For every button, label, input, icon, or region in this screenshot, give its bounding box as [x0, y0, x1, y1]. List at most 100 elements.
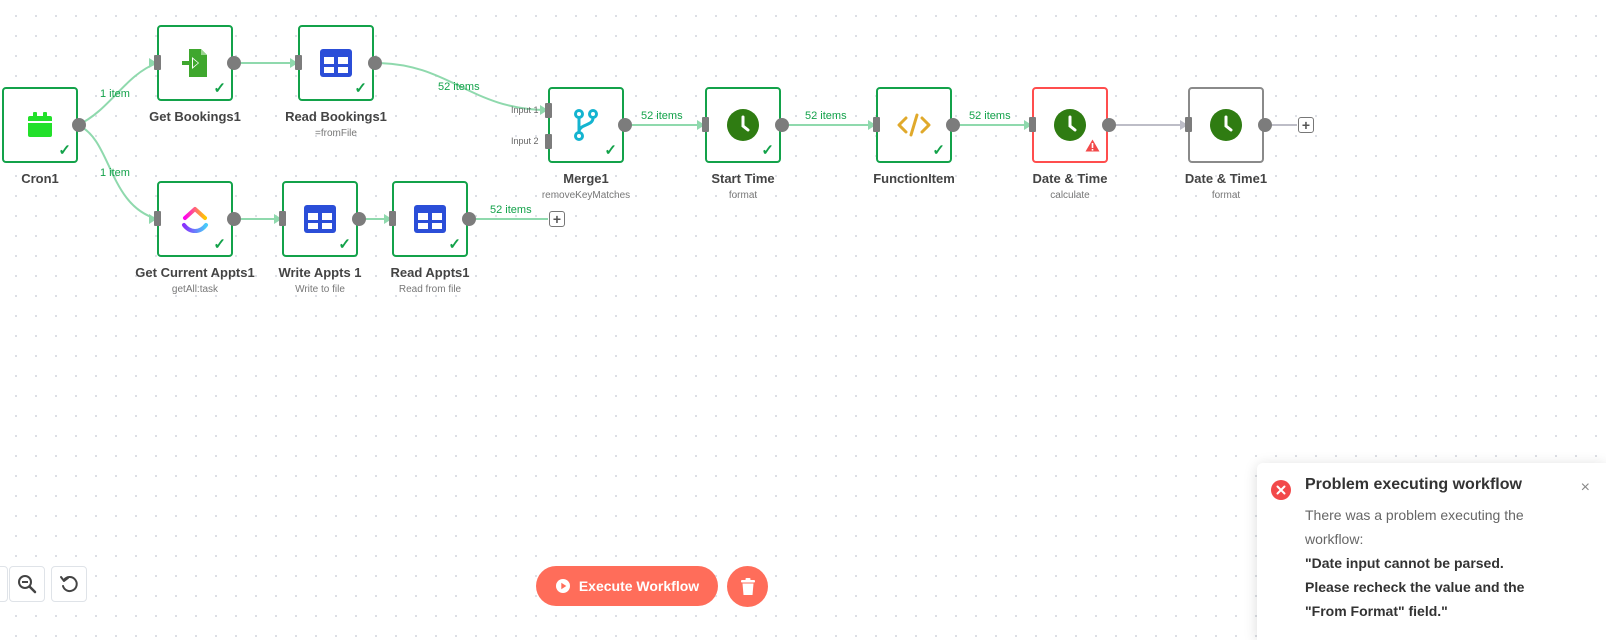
arrow-head [868, 120, 876, 130]
undo-icon [60, 576, 78, 593]
node-subtitle: format [728, 190, 758, 201]
node-read-bookings[interactable]: ✓ Read Bookings1 =fromFile [285, 25, 387, 139]
table-icon [303, 202, 337, 236]
table-icon [413, 202, 447, 236]
input-port-2[interactable] [545, 134, 552, 149]
node-box[interactable]: ✓ [157, 25, 233, 101]
output-port[interactable] [1102, 118, 1116, 132]
clock-icon [1053, 108, 1087, 142]
node-box[interactable]: ✓ [548, 87, 624, 163]
connection-label: 52 items [805, 110, 847, 122]
node-function-item[interactable]: ✓ FunctionItem [873, 87, 960, 186]
node-title: Merge1 [563, 171, 609, 186]
output-port[interactable] [72, 118, 86, 132]
node-title: Start Time [711, 171, 775, 186]
node-subtitle: format [1211, 190, 1241, 201]
input-port[interactable] [154, 55, 161, 70]
node-box[interactable]: ✓ [392, 181, 468, 257]
output-port[interactable] [775, 118, 789, 132]
node-start-time[interactable]: ✓ Start Time format [702, 87, 789, 201]
node-write-appts[interactable]: ✓ Write Appts 1 Write to file [278, 181, 366, 295]
input-label-1: Input 1 [511, 105, 539, 115]
calendar-icon [23, 108, 57, 142]
input-port-1[interactable] [545, 103, 552, 118]
node-subtitle: Write to file [295, 284, 345, 295]
add-node-button[interactable]: + [1298, 117, 1314, 133]
input-port[interactable] [873, 117, 880, 132]
arrow-head [290, 58, 298, 68]
output-port[interactable] [352, 212, 366, 226]
connection-label: 52 items [641, 110, 683, 122]
node-title: Get Bookings1 [149, 109, 241, 124]
node-box[interactable] [1188, 87, 1264, 163]
node-date-time1[interactable]: Date & Time1 format [1185, 87, 1272, 201]
arrow-head [149, 214, 157, 224]
output-port[interactable] [462, 212, 476, 226]
arrow-head [1024, 120, 1032, 130]
node-title: Read Bookings1 [285, 109, 387, 124]
node-get-current-appts[interactable]: ✓ Get Current Appts1 getAll:task [135, 181, 255, 295]
input-port[interactable] [295, 55, 302, 70]
output-port[interactable] [618, 118, 632, 132]
input-port[interactable] [1029, 117, 1036, 132]
arrow-head [540, 105, 548, 115]
output-port[interactable] [1258, 118, 1272, 132]
success-check-icon: ✓ [604, 142, 617, 159]
reset-zoom-button[interactable] [51, 566, 87, 602]
execute-workflow-button[interactable]: Execute Workflow [536, 566, 718, 606]
node-cron[interactable]: ✓ Cron1 [2, 87, 86, 186]
success-check-icon: ✓ [761, 142, 774, 159]
arrow-head [274, 214, 282, 224]
notification-body: There was a problem executing the workfl… [1305, 503, 1545, 623]
success-check-icon: ✓ [932, 142, 945, 159]
error-circle-icon [1271, 480, 1291, 500]
input-port[interactable] [279, 211, 286, 226]
delete-execution-button[interactable] [727, 566, 768, 607]
zoom-out-icon [18, 575, 37, 594]
connection-cron-get-current-appts[interactable] [77, 124, 158, 220]
trash-icon [740, 577, 755, 595]
success-check-icon: ✓ [213, 236, 226, 253]
input-port[interactable] [702, 117, 709, 132]
node-box[interactable] [1032, 87, 1108, 163]
success-check-icon: ✓ [448, 236, 461, 253]
add-node-button[interactable]: + [549, 211, 565, 227]
node-title: Date & Time1 [1184, 171, 1268, 186]
node-read-appts[interactable]: ✓ Read Appts1 Read from file [389, 181, 476, 295]
connection-label: 52 items [969, 110, 1011, 122]
zoom-out-button[interactable] [9, 566, 45, 602]
node-subtitle: calculate [1050, 190, 1090, 201]
merge-branch-icon [569, 108, 603, 142]
input-port[interactable] [1185, 117, 1192, 132]
node-subtitle: Read from file [398, 284, 462, 295]
node-box[interactable]: ✓ [705, 87, 781, 163]
output-port[interactable] [227, 212, 241, 226]
node-box[interactable]: ✓ [876, 87, 952, 163]
notification-message: There was a problem executing the workfl… [1305, 507, 1524, 547]
zoom-in-button[interactable] [0, 566, 8, 602]
node-box[interactable]: ✓ [298, 25, 374, 101]
input-port[interactable] [389, 211, 396, 226]
output-port[interactable] [368, 56, 382, 70]
output-port[interactable] [946, 118, 960, 132]
execute-workflow-label: Execute Workflow [578, 578, 700, 594]
node-merge[interactable]: ✓ Input 1 Input 2 Merge1 removeKeyMatche… [511, 87, 632, 201]
node-date-time[interactable]: Date & Time calculate [1029, 87, 1116, 201]
clock-icon [726, 108, 760, 142]
input-port[interactable] [154, 211, 161, 226]
connection-label: 52 items [490, 204, 532, 216]
close-icon[interactable]: × [1580, 479, 1590, 496]
node-box[interactable]: ✓ [2, 87, 78, 163]
node-title: Write Appts 1 [278, 265, 362, 280]
output-port[interactable] [227, 56, 241, 70]
node-box[interactable]: ✓ [157, 181, 233, 257]
connection-read-bookings-merge[interactable] [374, 62, 549, 111]
warning-icon[interactable] [1085, 139, 1100, 157]
success-check-icon: ✓ [213, 80, 226, 97]
error-notification: Problem executing workflow × There was a… [1257, 463, 1606, 640]
clickup-icon [178, 202, 212, 236]
node-get-bookings[interactable]: ✓ Get Bookings1 [149, 25, 241, 124]
node-box[interactable]: ✓ [282, 181, 358, 257]
connection-cron-get-bookings[interactable] [77, 62, 158, 126]
clock-icon [1209, 108, 1243, 142]
